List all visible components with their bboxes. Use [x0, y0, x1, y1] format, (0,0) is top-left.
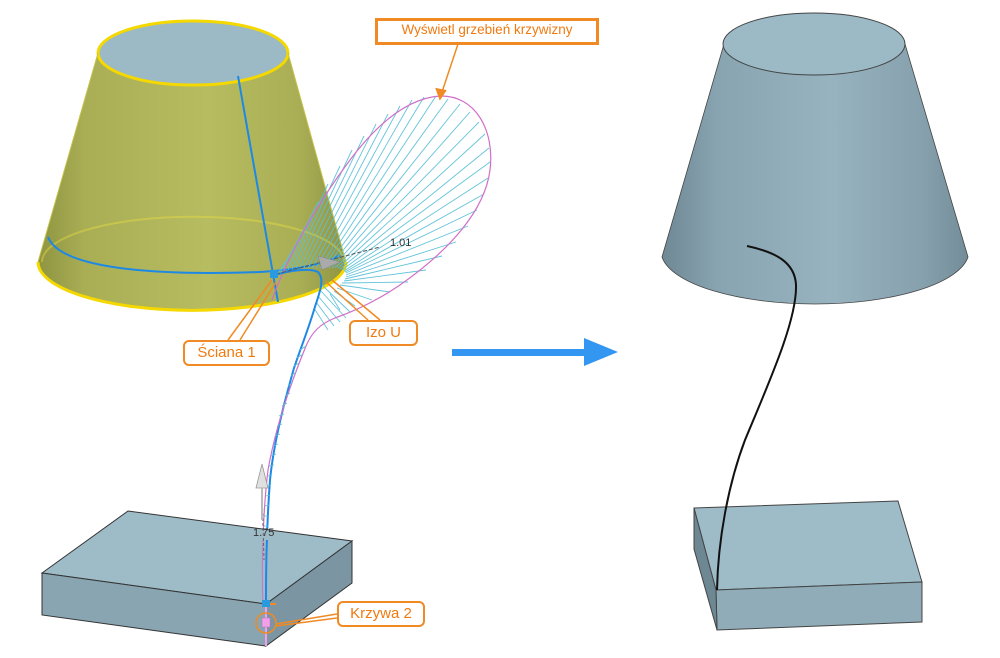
right-panel: [661, 12, 969, 631]
result-bridge-curve[interactable]: [716, 245, 798, 591]
curve-2-selection-ring: [255, 612, 277, 634]
tangent-arrow-top[interactable]: [275, 246, 381, 275]
cone-body-right[interactable]: [661, 12, 969, 305]
callout-show-curvature-comb: Wyświetl grzebień krzywizny: [375, 18, 599, 45]
tangent-arrow-bottom[interactable]: [255, 463, 269, 561]
magnitude-label-top[interactable]: 1.01: [390, 237, 412, 249]
cone-face-1[interactable]: [36, 19, 348, 312]
left-panel: [36, 19, 492, 647]
curve-2-marker[interactable]: [261, 617, 271, 628]
endpoint-handle-top[interactable]: [270, 270, 278, 278]
box-body-right[interactable]: [693, 500, 923, 631]
endpoint-handle-bottom[interactable]: [262, 600, 270, 607]
callout-curve-2: Krzywa 2: [337, 601, 425, 627]
box-body-left[interactable]: [40, 510, 354, 647]
curvature-comb-upper: [271, 95, 492, 369]
magnitude-label-bottom[interactable]: 1.75: [253, 527, 275, 539]
callout-face-1: Ściana 1: [183, 340, 270, 366]
callout-leaders: [227, 43, 459, 627]
callout-iso-u: Izo U: [349, 320, 418, 346]
transition-arrow: [452, 338, 618, 366]
